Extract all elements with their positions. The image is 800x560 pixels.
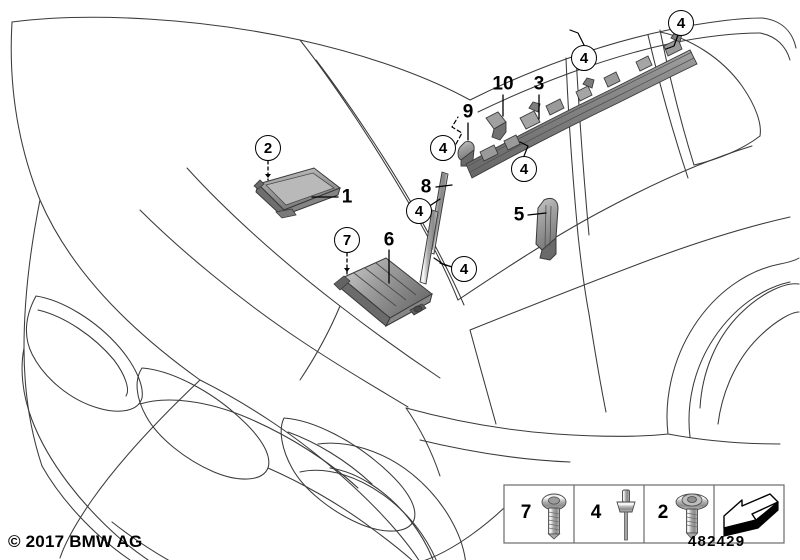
- part-a-pillar-airbag-8-lower: [419, 209, 439, 285]
- callout-4-rivet-b[interactable]: 4: [511, 156, 537, 182]
- legend-quantity-screw-7: 7: [520, 502, 532, 523]
- callout-7-label: 7: [342, 231, 352, 249]
- leader-lines-rivets: [427, 29, 679, 268]
- blind-rivet-icon: [616, 489, 636, 541]
- callout-1-airbag-module[interactable]: 1: [341, 186, 353, 208]
- callout-2-label: 2: [263, 139, 273, 157]
- part-side-airbag-5: [535, 197, 559, 261]
- callout-4-rivet-f[interactable]: 4: [451, 256, 477, 282]
- legend-quantity-screw-2: 2: [657, 502, 669, 523]
- flanged-torx-screw-icon: [675, 493, 709, 540]
- callout-4-rivet-c[interactable]: 4: [571, 45, 597, 71]
- callout-4-rivet-d[interactable]: 4: [668, 10, 694, 36]
- callout-4-rivet-a[interactable]: 4: [430, 135, 456, 161]
- callout-4-label-e: 4: [414, 202, 424, 220]
- callout-4-label-f: 4: [459, 260, 469, 278]
- callout-5-side-airbag[interactable]: 5: [513, 204, 525, 226]
- part-airbag-module-1: [253, 167, 342, 219]
- callout-10-clip[interactable]: 10: [492, 73, 514, 95]
- callout-4-rivet-e[interactable]: 4: [406, 198, 432, 224]
- callout-6-knee-airbag[interactable]: 6: [383, 229, 395, 251]
- part-curtain-airbag-3: [465, 31, 698, 179]
- callout-4-label-a: 4: [438, 139, 448, 157]
- diagram-part-number: 482429: [688, 533, 746, 550]
- callout-9-bracket[interactable]: 9: [462, 101, 474, 123]
- button-head-hex-socket-screw-icon: [541, 493, 567, 540]
- callout-2-screw[interactable]: 2: [255, 135, 281, 161]
- callout-4-label-b: 4: [519, 160, 529, 178]
- part-knee-airbag-6: [333, 257, 433, 328]
- leader-lines: [265, 94, 547, 284]
- callout-8-a-pillar-airbag[interactable]: 8: [420, 176, 432, 198]
- assembly-direction-arrow-icon: [723, 493, 779, 537]
- callout-7-screw[interactable]: 7: [334, 227, 360, 253]
- callout-4-label-c: 4: [579, 49, 589, 67]
- callout-4-label-d: 4: [676, 14, 686, 32]
- callout-3-curtain-airbag[interactable]: 3: [533, 73, 545, 95]
- copyright-notice: © 2017 BMW AG: [8, 532, 143, 551]
- legend-quantity-rivet-4: 4: [590, 502, 602, 523]
